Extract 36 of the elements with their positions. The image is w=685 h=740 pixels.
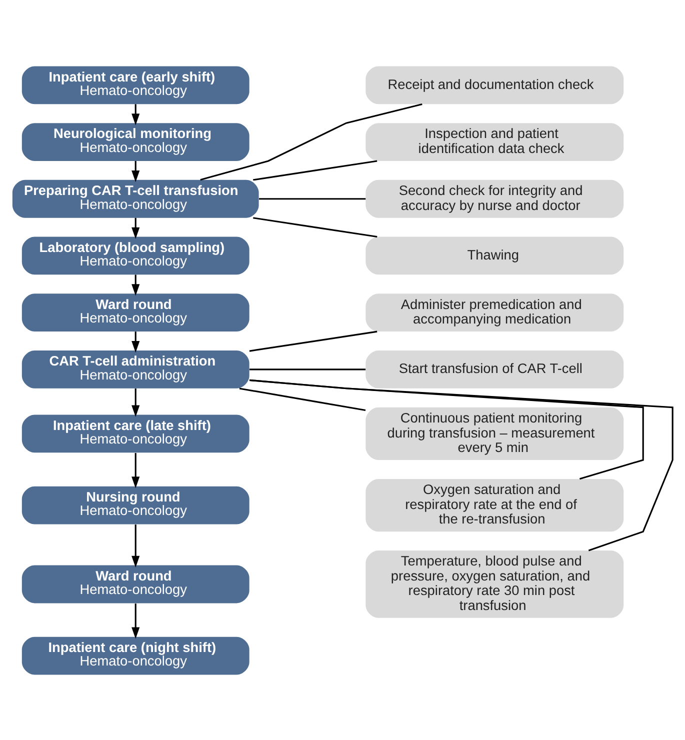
arrow [132,388,140,416]
node-box: Oxygen saturation and respiratory rate at the end of the re-transfusion [366,478,624,532]
connector [200,102,422,180]
arrow [132,104,140,125]
node-box: Inpatient care (late shift) Hemato-oncology [22,414,250,452]
connector [249,330,378,352]
node-box: Start transfusion of CAR T-cell [366,350,624,388]
node-box: Continuous patient monitoring during transfusion – measurement every 5 min [366,406,624,460]
node-box: Ward round Hemato-oncology [22,293,250,332]
connector [259,198,366,200]
node-box: Temperature, blood pulse and pressure, oxygen saturation, and respiratory rate 30 min post transfusion [366,550,624,618]
connector [250,368,366,370]
node-box: Second check for integrity and accuracy by nurse and doctor [366,179,624,218]
node-box: Administer premedication and accompanying medication [366,293,624,332]
node-box: Laboratory (blood sampling) Hemato-oncology [22,236,250,274]
arrow [132,274,140,296]
node-box: Nursing round Hemato-oncology [22,486,250,524]
node-box: Neurological monitoring Hemato-oncology [22,122,250,160]
node-box: Receipt and documentation check [366,66,624,104]
node-box: Inpatient care (night shift) Hemato-oncology [22,636,250,674]
arrow [132,524,140,567]
arrow [132,603,140,638]
connector [249,378,674,551]
node-box: Inspection and patient identification data check [366,122,624,160]
node-box: Inpatient care (early shift) Hemato-oncology [22,66,250,104]
connector [253,160,378,180]
connector [253,216,378,238]
arrow [132,331,140,352]
connector [239,387,366,411]
node-box: Thawing [366,236,624,274]
node-box: CAR T-cell administration Hemato-oncology [22,350,250,388]
arrow [132,217,140,238]
node-box: Preparing CAR T-cell transfusion Hemato-oncology [12,179,259,218]
arrow [132,160,140,182]
node-box: Ward round Hemato-oncology [22,564,250,603]
arrow [132,452,140,488]
